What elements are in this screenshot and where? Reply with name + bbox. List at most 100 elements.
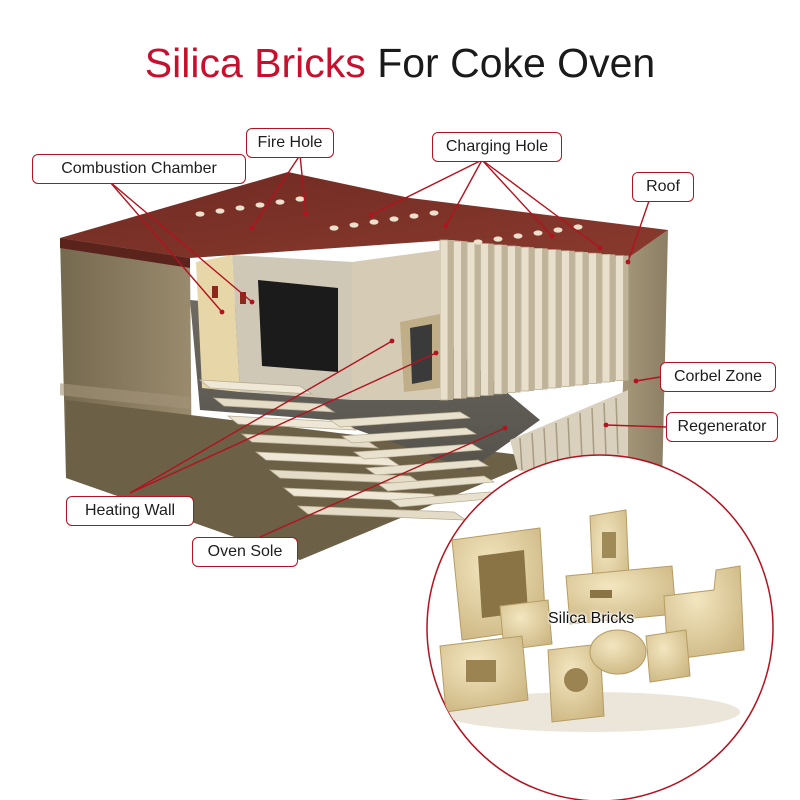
roof-hole	[409, 213, 419, 219]
silica-brick	[645, 629, 691, 683]
roof-hole	[275, 199, 285, 205]
leader-line	[481, 159, 601, 249]
leader-lines	[109, 154, 667, 538]
title-highlight: Silica Bricks	[144, 40, 366, 86]
roof-hole	[195, 211, 205, 217]
silica-brick	[589, 629, 647, 675]
flue-slot	[240, 292, 246, 304]
roof-hole	[389, 216, 399, 222]
heating-wall-pillars	[352, 239, 629, 401]
leader-dot	[433, 350, 439, 356]
oven-sole-step	[340, 427, 478, 444]
regenerator-groove	[579, 412, 583, 461]
roof-hole	[513, 233, 523, 239]
leader-line	[259, 427, 506, 538]
brick-group	[439, 509, 745, 732]
oven-sole-step	[328, 411, 472, 428]
label-oven-sole: Oven Sole	[192, 537, 298, 567]
label-combustion-chamber: Combustion Chamber	[32, 154, 246, 184]
leader-dot	[303, 211, 309, 217]
wall-band-left	[60, 383, 190, 409]
leader-line	[129, 340, 393, 494]
leader-line	[109, 181, 223, 313]
leader-dot	[389, 338, 395, 344]
heating-wall-pillar	[493, 244, 503, 395]
brick-notch	[602, 532, 616, 558]
brick-slot	[590, 590, 612, 598]
oven-sole-step	[226, 415, 358, 431]
roof-edge	[60, 238, 190, 268]
brick-round-hole	[564, 668, 588, 692]
pillar-shadow	[556, 249, 561, 388]
pillar-shadow	[461, 241, 467, 399]
leader-dot	[625, 259, 631, 265]
heating-wall-pillar	[574, 251, 584, 386]
heating-wall-pillar	[453, 240, 462, 399]
leader-dot	[249, 225, 255, 231]
leader-dot	[633, 378, 639, 384]
door-opening	[410, 324, 432, 384]
pillar-shadow	[529, 247, 534, 391]
pillar-shadow	[623, 255, 629, 381]
silica-bricks-inset	[426, 454, 774, 800]
roof-hole	[369, 219, 379, 225]
leader-line	[481, 159, 553, 237]
chamber-opening	[258, 280, 338, 372]
leader-line	[129, 352, 437, 494]
heating-wall-pillar	[561, 250, 570, 387]
leader-dot	[219, 309, 225, 315]
regenerator-groove	[567, 417, 571, 463]
roof-hole	[573, 224, 583, 230]
leader-dot	[549, 233, 555, 239]
leader-line	[627, 197, 651, 263]
leader-dot	[603, 422, 609, 428]
chamber-side	[196, 255, 240, 392]
leader-dot	[443, 223, 449, 229]
pillar-shadow	[569, 250, 575, 387]
heating-wall-pillar	[588, 252, 597, 384]
heating-wall-pillar	[601, 253, 611, 383]
leader-arrowheads	[219, 211, 639, 431]
pillar-shadow	[515, 246, 521, 393]
label-corbel-zone: Corbel Zone	[660, 362, 776, 392]
leader-dot	[368, 212, 374, 218]
heating-wall-pillar	[466, 241, 476, 398]
heating-wall-pillar	[439, 239, 449, 401]
heating-wall-pillar	[534, 247, 543, 390]
oven-sole-step	[376, 475, 496, 492]
pillar-shadow	[502, 244, 507, 394]
pillar-shadow	[610, 254, 615, 382]
heating-wall-pillar	[480, 243, 489, 396]
roof-hole	[553, 227, 563, 233]
regenerator-groove	[591, 407, 595, 459]
leader-line	[445, 159, 483, 227]
brick-cutout	[478, 550, 528, 618]
roof-hole	[255, 202, 265, 208]
roof-hole	[215, 208, 225, 214]
roof-hole	[329, 225, 339, 231]
regenerator-groove	[531, 432, 535, 469]
leader-line	[109, 181, 253, 303]
leader-dot	[502, 425, 508, 431]
roof-hole	[473, 239, 483, 245]
label-heating-wall: Heating Wall	[66, 496, 194, 526]
roof-hole	[533, 230, 543, 236]
roof-hole	[493, 236, 503, 242]
brick-hole	[466, 660, 496, 682]
oven-sole-step	[364, 459, 490, 476]
roof-hole	[429, 210, 439, 216]
inset-label-silica-bricks: Silica Bricks	[548, 610, 635, 627]
pillar-shadow	[542, 248, 548, 390]
heating-wall-pillar	[507, 245, 516, 393]
leader-line	[605, 424, 667, 428]
roof-holes	[195, 196, 583, 245]
leader-line	[251, 154, 301, 229]
regenerator-groove	[543, 427, 547, 467]
pillar-shadow	[488, 243, 494, 396]
leader-dot	[597, 245, 603, 251]
roof-hole	[235, 205, 245, 211]
roof-hole	[295, 196, 305, 202]
title-rest: For Coke Oven	[377, 40, 656, 86]
leader-line	[370, 159, 483, 216]
